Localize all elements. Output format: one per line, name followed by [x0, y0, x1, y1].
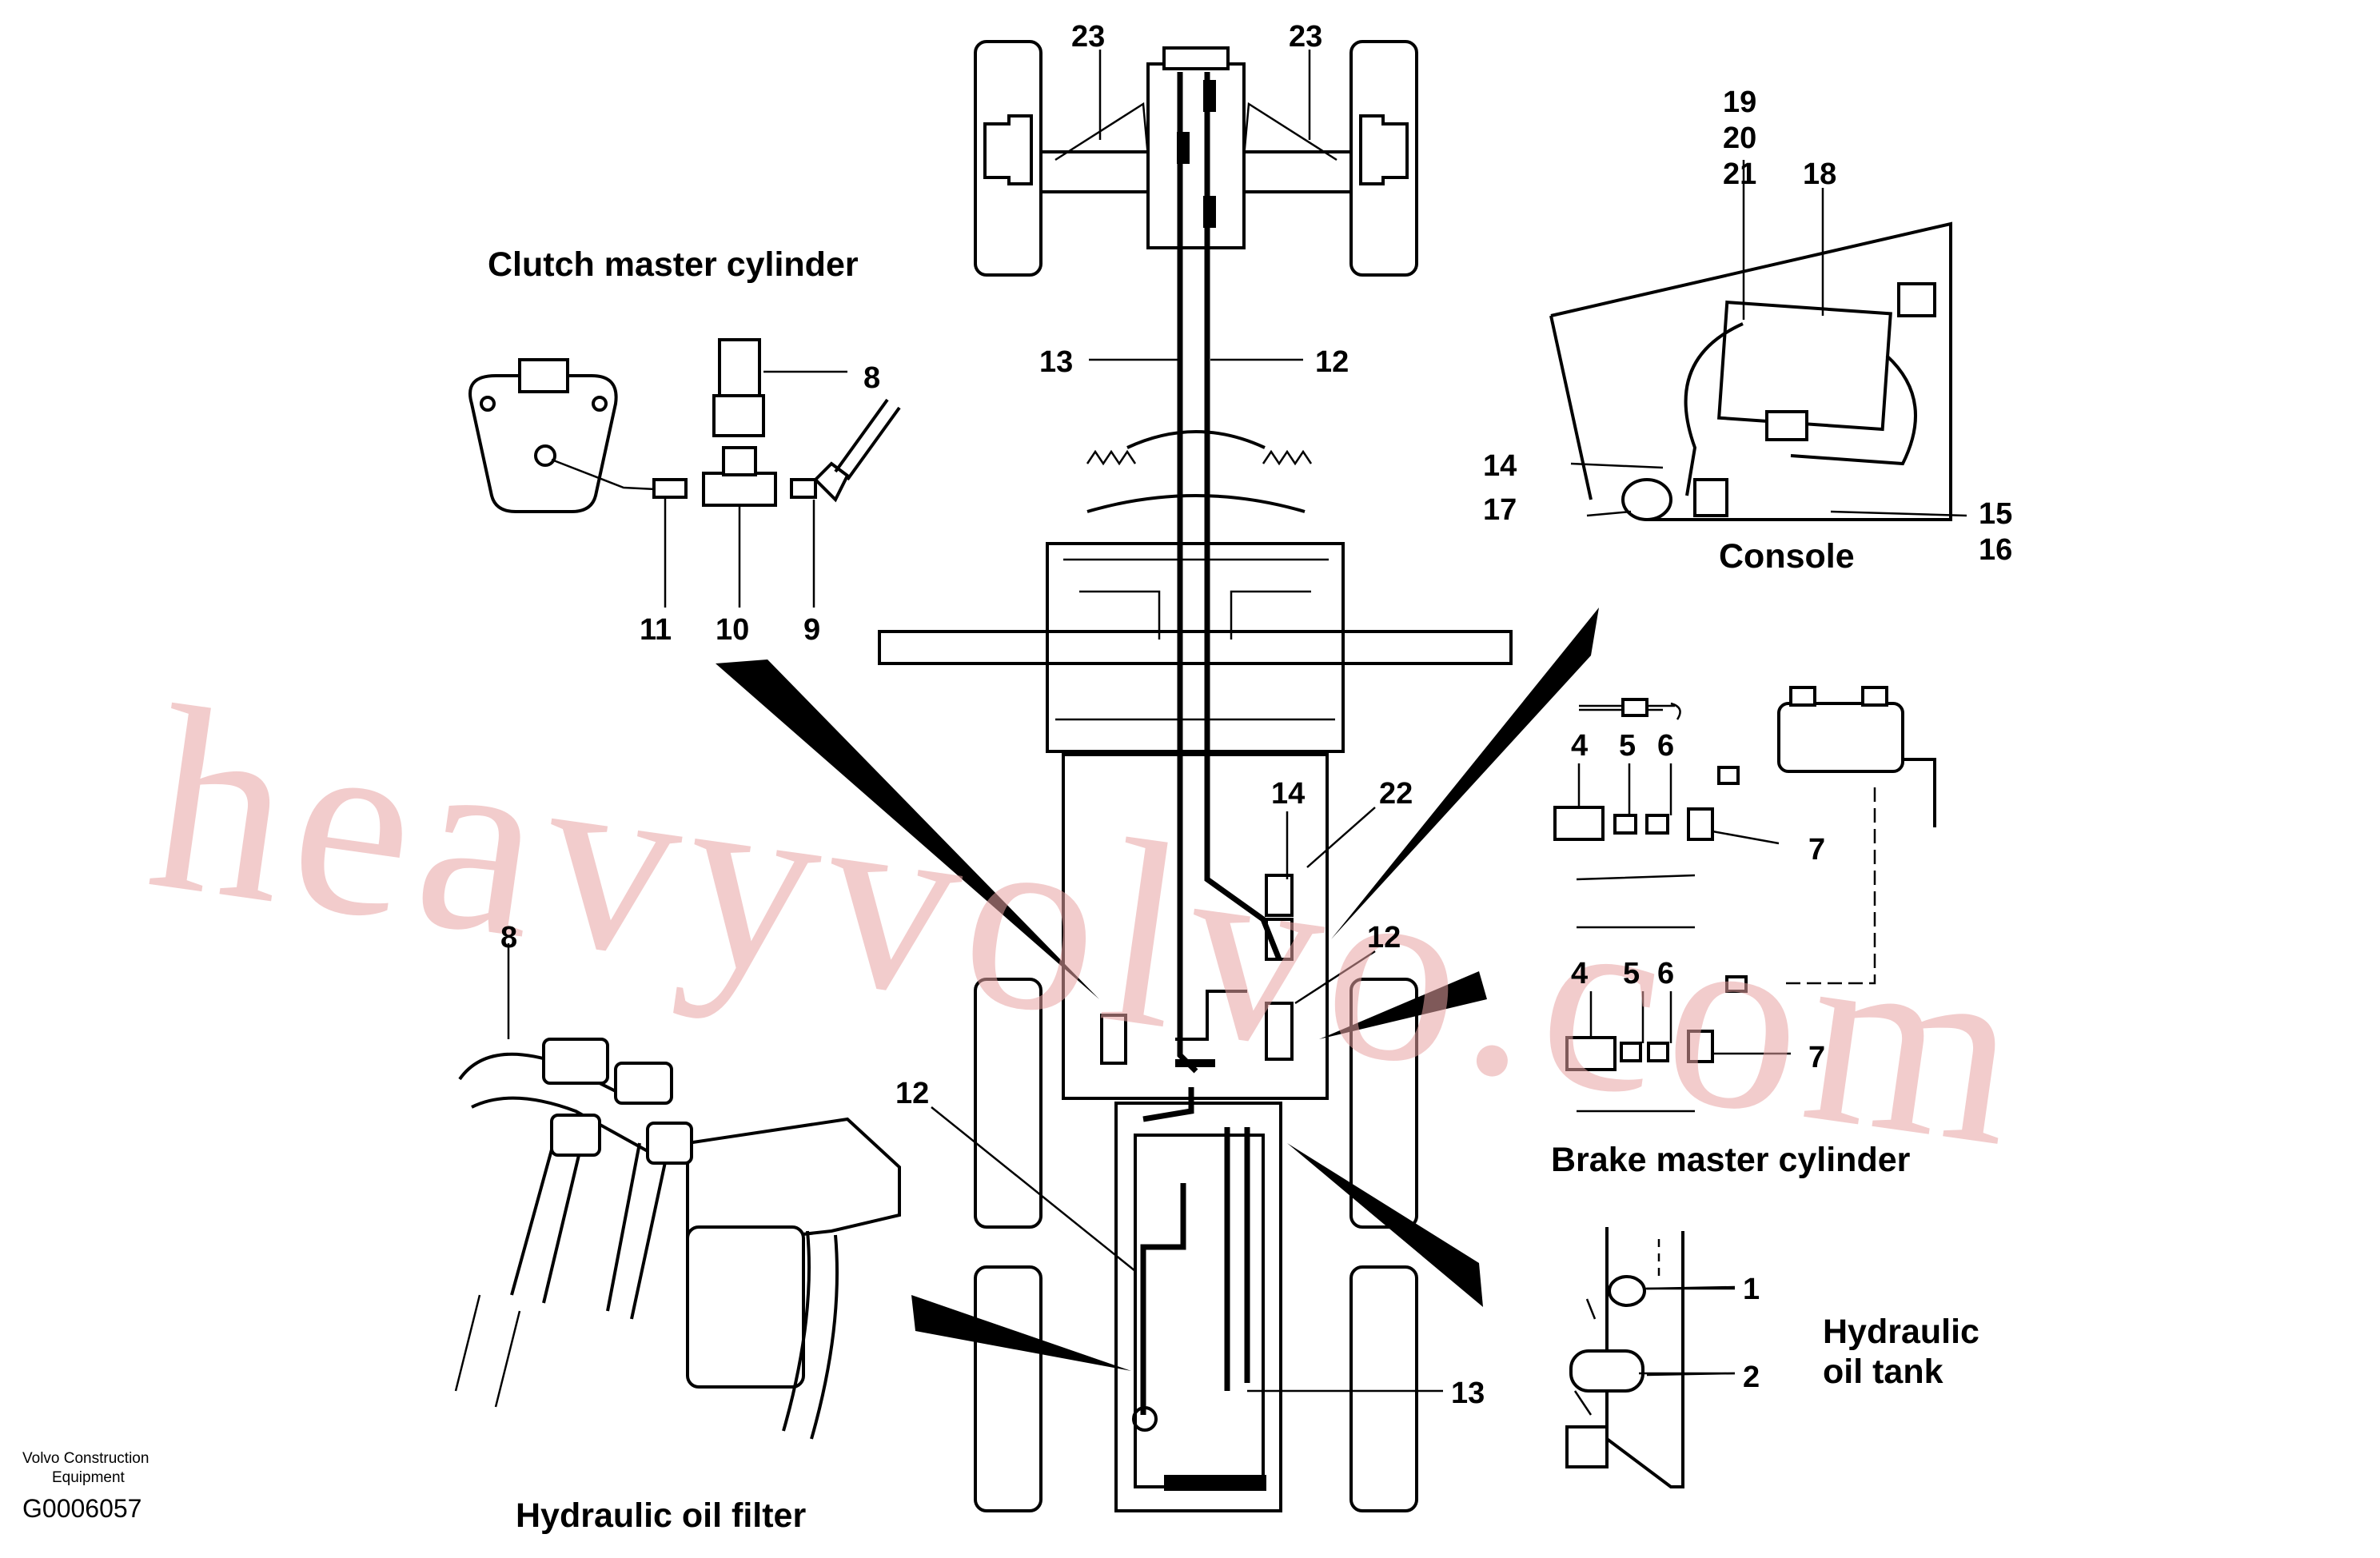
machine-chassis — [878, 40, 1513, 1512]
caption-brake-master-cylinder: Brake master cylinder — [1551, 1141, 1911, 1179]
callout-21: 21 — [1723, 157, 1756, 191]
hose-lines — [1132, 72, 1282, 1432]
callout-14-mid: 14 — [1271, 777, 1305, 811]
console-detail — [1549, 160, 1967, 521]
callout-23-left: 23 — [1071, 20, 1105, 54]
callout-1: 1 — [1743, 1273, 1760, 1306]
callout-15: 15 — [1979, 497, 2012, 531]
clutch-master-cylinder-detail — [468, 338, 901, 608]
callout-13-top: 13 — [1039, 345, 1073, 379]
callout-6-lower: 6 — [1657, 957, 1674, 990]
callout-7-lower: 7 — [1808, 1041, 1825, 1074]
callout-8: 8 — [863, 361, 880, 395]
callout-19: 19 — [1723, 86, 1756, 119]
callout-12-top: 12 — [1315, 345, 1349, 379]
caption-console: Console — [1719, 537, 1855, 576]
callout-12-low: 12 — [895, 1077, 929, 1110]
callout-22: 22 — [1379, 777, 1413, 811]
callout-6-upper: 6 — [1657, 729, 1674, 763]
hydraulic-oil-filter-detail — [454, 943, 901, 1440]
brake-master-cylinder-detail — [1553, 686, 1936, 1113]
callout-16: 16 — [1979, 533, 2012, 567]
callout-8-filter: 8 — [500, 921, 517, 954]
callout-5-lower: 5 — [1623, 957, 1640, 990]
callout-2: 2 — [1743, 1361, 1760, 1394]
callout-4-lower: 4 — [1571, 957, 1588, 990]
callout-4-upper: 4 — [1571, 729, 1588, 763]
callout-23-right: 23 — [1289, 20, 1322, 54]
callout-18: 18 — [1803, 157, 1836, 191]
callout-5-upper: 5 — [1619, 729, 1636, 763]
document-id: G0006057 — [22, 1494, 142, 1523]
callout-9: 9 — [803, 613, 820, 647]
caption-hydraulic-oil-filter: Hydraulic oil filter — [516, 1496, 806, 1535]
hydraulic-oil-tank-detail — [1565, 1227, 1735, 1488]
leader-lines — [931, 50, 1736, 1393]
caption-hydraulic-oil-tank-2: oil tank — [1823, 1353, 1943, 1391]
caption-clutch-master-cylinder: Clutch master cylinder — [488, 245, 859, 284]
callout-10: 10 — [716, 613, 749, 647]
callout-numbers: 23 23 13 12 8 11 10 9 19 20 21 18 14 17 … — [500, 20, 2012, 1410]
callout-20: 20 — [1723, 122, 1756, 155]
callout-11: 11 — [640, 613, 672, 647]
callout-14-console: 14 — [1483, 449, 1517, 483]
callout-7-upper: 7 — [1808, 833, 1825, 867]
watermark: heavyvolvo.com — [136, 651, 2043, 1203]
source-line-2: Equipment — [52, 1469, 126, 1486]
callout-17: 17 — [1483, 493, 1517, 527]
callout-12-mid: 12 — [1367, 921, 1401, 954]
source-line-1: Volvo Construction — [22, 1450, 149, 1467]
callout-13-low: 13 — [1451, 1377, 1485, 1410]
caption-hydraulic-oil-tank-1: Hydraulic — [1823, 1313, 1979, 1351]
detail-pointers — [716, 608, 1599, 1371]
